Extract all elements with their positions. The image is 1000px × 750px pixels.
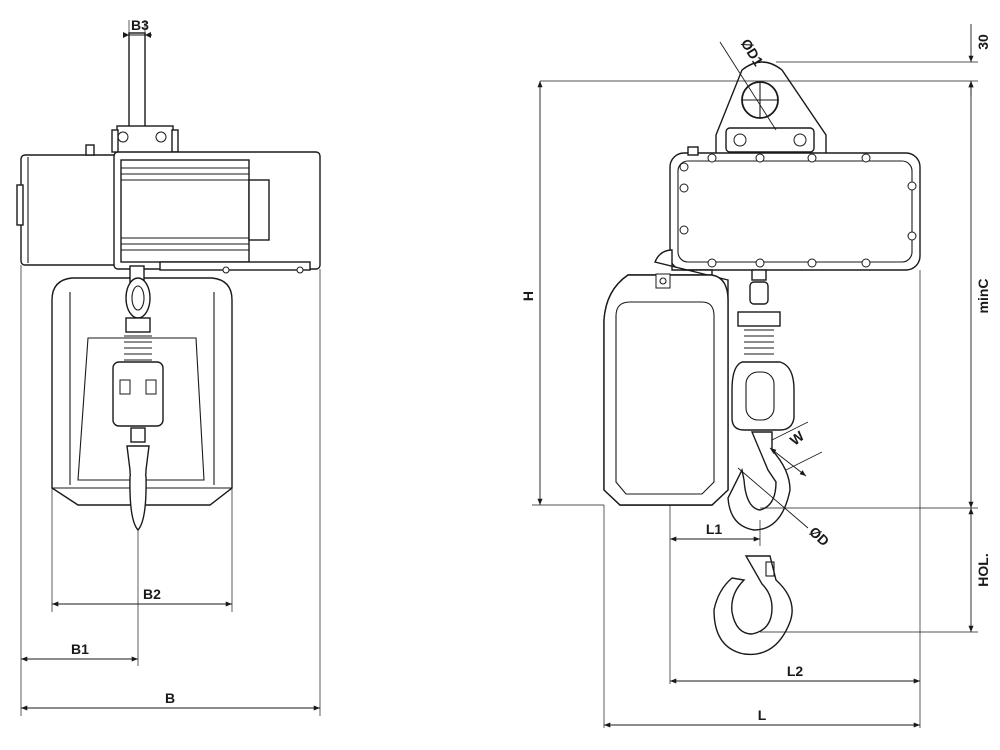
dim-label-minc: minC	[975, 279, 991, 314]
dim-label-w: W	[787, 427, 808, 448]
dim-label-h: H	[520, 291, 536, 301]
side-dimensions	[532, 24, 978, 728]
front-view: B3 B2 B1 B	[16, 17, 321, 716]
dim-label-b1: B1	[71, 641, 89, 657]
hoist-body	[603, 249, 729, 506]
dim-label-l1: L1	[706, 521, 723, 537]
motor-housing	[16, 144, 321, 274]
side-hook-assembly	[727, 269, 795, 531]
front-hook-assembly	[112, 265, 164, 532]
dim-label-hol: HOL.	[975, 553, 991, 586]
suspension-lug	[715, 61, 827, 159]
front-dimensions	[20, 20, 321, 716]
lower-hook	[713, 555, 793, 656]
dim-label-l2: L2	[787, 663, 804, 679]
suspension-bar	[111, 32, 179, 157]
side-view: ØD1 30 H minC W ØD L1 HOL. L2 L	[520, 24, 991, 728]
dim-label-b2: B2	[143, 586, 161, 602]
control-box	[669, 146, 921, 271]
dim-label-b: B	[165, 690, 175, 706]
dim-label-l: L	[758, 707, 767, 723]
dim-label-30: 30	[975, 34, 991, 50]
dim-label-b3: B3	[131, 17, 149, 33]
dim-label-d: ØD	[806, 523, 832, 549]
